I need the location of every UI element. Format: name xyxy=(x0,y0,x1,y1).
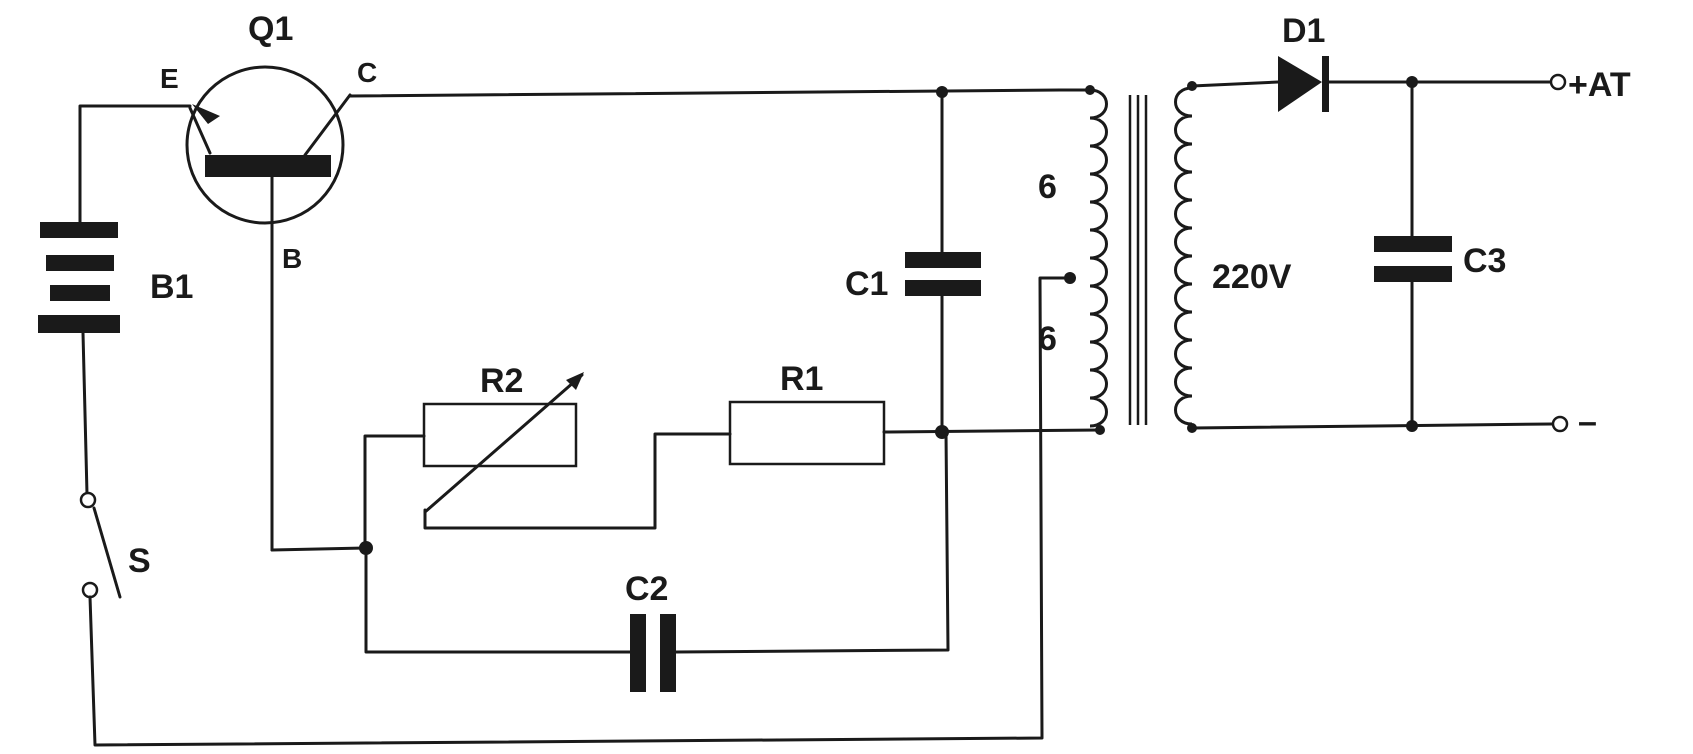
label-collector: C xyxy=(357,57,377,88)
wire-c2-right xyxy=(674,430,950,654)
label-c2: C2 xyxy=(625,570,668,608)
label-c3: C3 xyxy=(1463,242,1506,280)
c1-plate-top xyxy=(905,252,981,268)
transformer xyxy=(1064,81,1197,435)
label-negative-output: – xyxy=(1578,403,1597,441)
transistor-base-bar xyxy=(205,155,331,177)
label-s: S xyxy=(128,542,151,580)
label-emitter: E xyxy=(160,63,179,94)
wire-bottom-return xyxy=(88,276,1072,747)
resistor-r2 xyxy=(422,402,578,468)
wire-c2-left xyxy=(364,546,632,654)
label-primary-upper: 6 xyxy=(1038,168,1057,206)
c2-plate-left xyxy=(630,614,646,692)
battery-b1 xyxy=(38,222,120,333)
wire-junction-transformer-bottom xyxy=(882,428,1102,434)
wire-r2-base xyxy=(363,434,426,552)
wire-emitter-battery xyxy=(78,104,192,224)
diode-d1 xyxy=(1278,56,1322,112)
emitter-lead xyxy=(188,106,212,155)
collector-lead xyxy=(303,93,352,157)
c2-plate-right xyxy=(660,614,676,692)
junction-c3-bottom xyxy=(1406,420,1418,432)
r2-arrow xyxy=(566,372,584,390)
switch-bottom-contact xyxy=(81,581,99,599)
label-base: B xyxy=(282,243,302,274)
label-secondary-voltage: 220V xyxy=(1212,258,1292,296)
wire-output-negative xyxy=(1190,422,1554,430)
switch-blade xyxy=(92,506,122,599)
label-primary-lower: 6 xyxy=(1038,320,1057,358)
transistor-q1 xyxy=(185,65,352,552)
c3-plate-top xyxy=(1374,236,1452,252)
terminal-negative[interactable] xyxy=(1551,415,1569,433)
label-b1: B1 xyxy=(150,268,193,306)
c1-plate-bottom xyxy=(905,280,981,296)
label-q1: Q1 xyxy=(248,10,293,48)
wire-secondary-diode xyxy=(1190,80,1280,88)
r2-wiper xyxy=(423,373,584,514)
label-d1: D1 xyxy=(1282,12,1325,50)
transformer-primary-coil xyxy=(1089,88,1108,428)
wire-r1-r2 xyxy=(423,432,732,530)
emitter-arrow xyxy=(192,104,220,124)
terminal-positive[interactable] xyxy=(1549,73,1567,91)
diode-d1-cathode xyxy=(1322,56,1329,112)
wire-base-junction xyxy=(270,546,367,552)
transistor-envelope xyxy=(185,65,345,225)
transformer-secondary-coil xyxy=(1174,86,1193,426)
label-r1: R1 xyxy=(780,360,823,398)
c3-plate-bottom xyxy=(1374,266,1452,282)
label-r2: R2 xyxy=(480,362,523,400)
label-positive-output: +AT xyxy=(1568,66,1631,104)
switch-s[interactable] xyxy=(79,491,122,599)
wire-battery-switch xyxy=(81,331,89,496)
switch-top-contact xyxy=(79,491,97,509)
label-c1: C1 xyxy=(845,265,888,303)
transformer-center-tap xyxy=(1064,272,1076,284)
resistor-r1 xyxy=(728,400,886,466)
wire-collector-transformer xyxy=(348,88,1092,98)
